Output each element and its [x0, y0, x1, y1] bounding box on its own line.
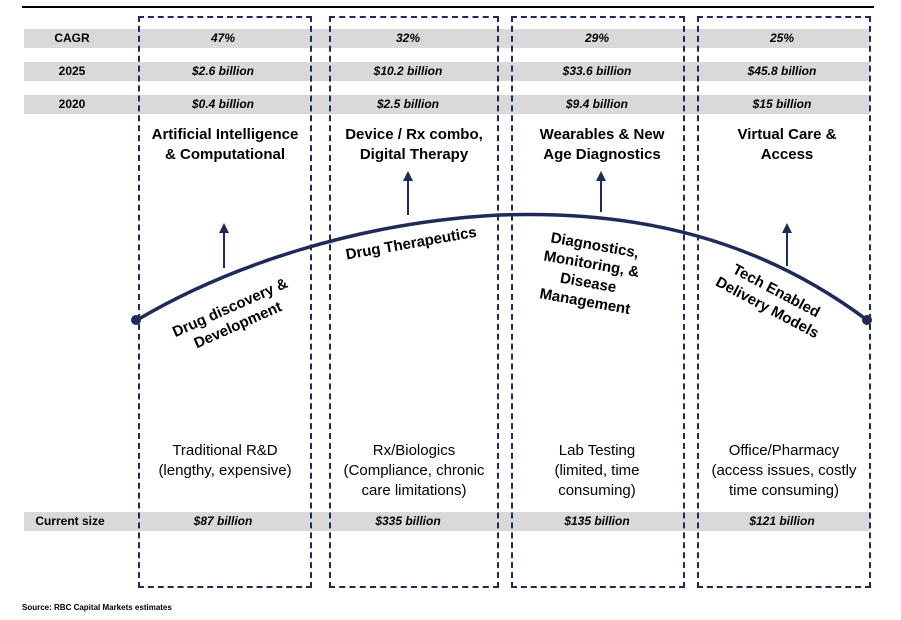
column-box-3 [511, 16, 685, 588]
curve-label-2: Drug Therapeutics [344, 224, 477, 264]
column-heading-4-line-2: Access [760, 146, 814, 163]
traditional-text-2-line-2: (Compliance, chronic [343, 462, 485, 479]
traditional-text-3-line-3: consuming) [558, 482, 636, 499]
y2020-value-2: $2.5 billion [376, 97, 439, 111]
traditional-text-4-line-3: time consuming) [728, 482, 840, 499]
y2025-value-3: $33.6 billion [562, 64, 632, 78]
curve-start-dot [131, 315, 141, 325]
column-heading-3-line-2: Age Diagnostics [543, 146, 661, 163]
traditional-text-3-line-2: (limited, time [554, 462, 640, 479]
traditional-text-4-line-1: Office/Pharmacy [728, 442, 840, 459]
column-heading-4-line-1: Virtual Care & [737, 126, 837, 143]
traditional-text-2-line-3: care limitations) [361, 482, 467, 499]
current-size-value-4: $121 billion [749, 514, 815, 528]
y2025-band [24, 62, 870, 81]
column-heading-3-line-1: Wearables & New [539, 126, 665, 143]
column-box-2 [329, 16, 499, 588]
curve-end-dot [862, 315, 872, 325]
y2020-value-4: $15 billion [752, 97, 812, 111]
cagr-value-1: 47% [210, 31, 236, 45]
y2020-label: 2020 [58, 97, 86, 111]
adoption-curve [136, 212, 869, 322]
cagr-band [24, 29, 870, 48]
column-heading-2-line-2: Digital Therapy [359, 146, 469, 163]
traditional-text-3: Lab Testing (limited, time consuming) [502, 441, 692, 501]
cagr-value-3: 29% [584, 31, 610, 45]
traditional-text-1-line-2: (lengthy, expensive) [158, 462, 292, 479]
column-heading-2-line-1: Device / Rx combo, [345, 126, 483, 143]
column-heading-4: Virtual Care & Access [692, 125, 882, 165]
curve-label-1: Drug discovery & Development [170, 275, 291, 352]
y2020-value-1: $0.4 billion [191, 97, 254, 111]
traditional-text-4-line-2: (access issues, costly [711, 462, 857, 479]
column-box-1 [138, 16, 312, 588]
column-heading-2: Device / Rx combo, Digital Therapy [319, 125, 509, 165]
curve-label-2-line-1: Drug Therapeutics [344, 224, 477, 264]
current-size-band [24, 512, 870, 531]
cagr-value-4: 25% [769, 31, 795, 45]
y2025-value-1: $2.6 billion [191, 64, 254, 78]
column-heading-3: Wearables & New Age Diagnostics [507, 125, 697, 165]
top-rule [22, 6, 874, 8]
cagr-label: CAGR [54, 31, 90, 45]
traditional-text-4: Office/Pharmacy (access issues, costly t… [688, 441, 880, 501]
curve-label-3: Diagnostics, Monitoring, & Disease Manag… [538, 229, 640, 318]
column-heading-1-line-1: Artificial Intelligence [151, 126, 299, 143]
column-box-4 [697, 16, 871, 588]
current-size-label: Current size [35, 514, 105, 528]
current-size-value-1: $87 billion [193, 514, 253, 528]
traditional-text-2-line-1: Rx/Biologics [372, 442, 456, 459]
column-heading-1: Artificial Intelligence & Computational [130, 125, 320, 165]
current-size-value-2: $335 billion [375, 514, 441, 528]
traditional-text-1: Traditional R&D (lengthy, expensive) [130, 441, 320, 481]
traditional-text-1-line-1: Traditional R&D [172, 442, 278, 459]
y2020-band [24, 95, 870, 114]
y2025-value-2: $10.2 billion [373, 64, 443, 78]
column-heading-1-line-2: & Computational [165, 146, 285, 163]
traditional-text-3-line-1: Lab Testing [558, 442, 636, 459]
source-note: Source: RBC Capital Markets estimates [22, 603, 172, 612]
cagr-value-2: 32% [395, 31, 421, 45]
current-size-value-3: $135 billion [564, 514, 630, 528]
y2025-label: 2025 [58, 64, 86, 78]
y2025-value-4: $45.8 billion [747, 64, 817, 78]
y2020-value-3: $9.4 billion [565, 97, 628, 111]
curve-label-4: Tech Enabled Delivery Models [713, 261, 823, 342]
traditional-text-2: Rx/Biologics (Compliance, chronic care l… [319, 441, 509, 501]
